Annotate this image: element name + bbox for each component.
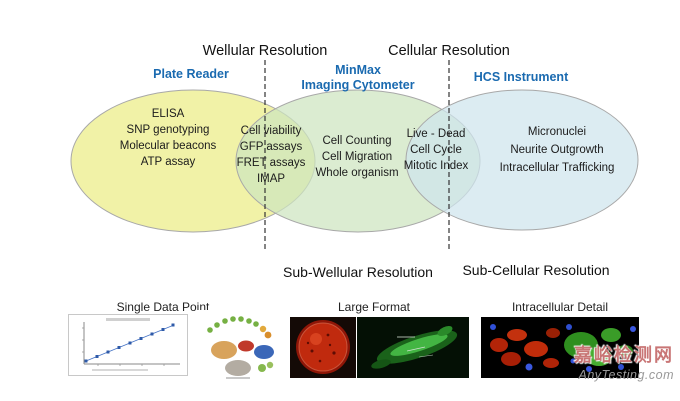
hcs-ellipse xyxy=(405,89,639,231)
hcs-items: Micronuclei Neurite Outgrowth Intracellu… xyxy=(500,123,615,177)
venn-item: Micronuclei xyxy=(527,126,587,138)
plate-reader-items: ELISA SNP genotyping Molecular beacons A… xyxy=(120,106,217,170)
venn-item: ATP assay xyxy=(140,156,196,168)
overlap-plate-minmax-items: Cell viability GFP assays FRET assays IM… xyxy=(237,123,306,187)
venn-item: Mitotic Index xyxy=(403,160,469,172)
single-data-point-label: Single Data Point xyxy=(116,300,210,314)
watermark: 嘉峪检测网 AnyTesting.com xyxy=(574,341,674,382)
minmax-items: Cell Counting Cell Migration Whole organ… xyxy=(315,133,398,181)
minmax-title-line2: Imaging Cytometer xyxy=(301,78,415,92)
plate-reader-title: Plate Reader xyxy=(153,67,229,81)
wellular-resolution-label: Wellular Resolution xyxy=(202,43,328,59)
venn-item: SNP genotyping xyxy=(126,124,210,136)
intracellular-fluorescence-image xyxy=(481,317,639,378)
overlap-minmax-hcs-items: Live - Dead Cell Cycle Mitotic Index xyxy=(404,126,469,174)
venn-item: IMAP xyxy=(256,173,286,185)
sub-cellular-resolution-label: Sub-Cellular Resolution xyxy=(462,262,610,278)
sub-wellular-resolution-label: Sub-Wellular Resolution xyxy=(283,264,433,280)
intracellular-detail-label: Intracellular Detail xyxy=(511,300,609,314)
intracellular-fluorescence-graphic xyxy=(481,317,639,378)
venn-item: Cell Migration xyxy=(321,151,393,163)
green-organism-image xyxy=(357,317,469,378)
minmax-title: MinMax Imaging Cytometer xyxy=(301,63,414,93)
venn-item: Cell Cycle xyxy=(410,144,462,156)
large-format-label: Large Format xyxy=(337,300,411,314)
venn-item: Live - Dead xyxy=(406,128,466,140)
scatter-plot-image xyxy=(68,314,188,376)
cellular-resolution-label: Cellular Resolution xyxy=(388,43,510,59)
venn-item: ELISA xyxy=(151,108,185,120)
venn-item: FRET assays xyxy=(236,157,306,169)
watermark-en-text: AnyTesting.com xyxy=(578,368,674,382)
red-well-image xyxy=(290,317,356,378)
green-organism-graphic xyxy=(357,317,469,378)
minmax-title-line1: MinMax xyxy=(335,63,381,77)
venn-item: Whole organism xyxy=(315,167,399,179)
venn-item: Cell Counting xyxy=(322,135,392,147)
scatter-plot-graphic xyxy=(68,314,188,376)
assay-schematic-graphic xyxy=(196,310,288,382)
venn-item: Neurite Outgrowth xyxy=(510,144,604,156)
watermark-cn-text: 嘉峪检测网 xyxy=(574,345,674,365)
venn-item: GFP assays xyxy=(239,141,303,153)
red-well-graphic xyxy=(290,317,356,378)
venn-ellipses xyxy=(70,60,639,252)
venn-item: Intracellular Trafficking xyxy=(499,162,615,174)
assay-schematic-image xyxy=(196,310,288,382)
venn-item: Molecular beacons xyxy=(119,140,217,152)
hcs-instrument-title: HCS Instrument xyxy=(473,70,569,84)
venn-item: Cell viability xyxy=(240,125,302,137)
